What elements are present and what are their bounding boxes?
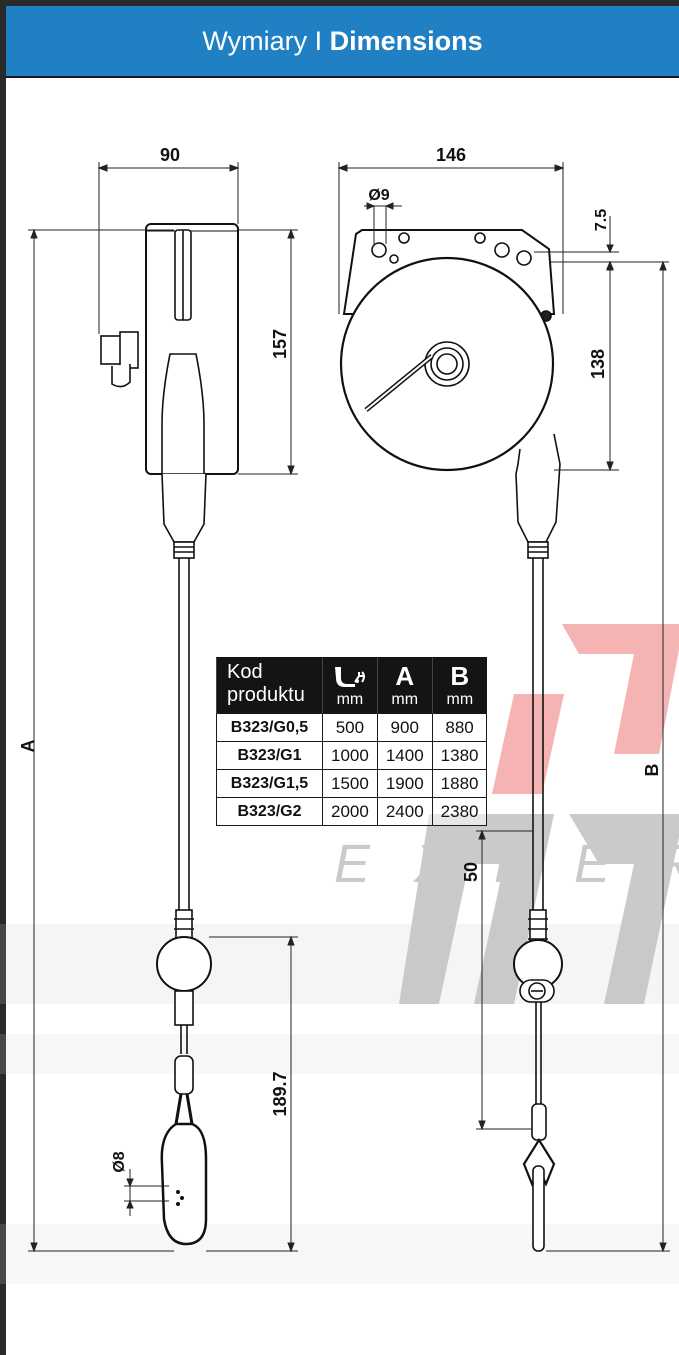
dim-hook-length: B	[642, 764, 662, 777]
table-row: B323/G1 1000 1400 1380	[216, 741, 488, 770]
cell-a: 900	[376, 713, 433, 742]
table-row: B323/G1,5 1500 1900 1880	[216, 769, 488, 798]
cell-stroke: 500	[322, 713, 378, 742]
dim-carabiner-diameter: Ø8	[111, 1151, 128, 1172]
table-header-row: Kod produktu mm A mm B mm	[216, 657, 487, 714]
dim-clamp-distance: 50	[461, 862, 481, 882]
cable-stroke-icon	[334, 667, 365, 687]
header-title-pl: Wymiary	[202, 26, 308, 56]
dimension-labels: 90 146 Ø9 7.5 138 157 A B 189.7 Ø8 50	[18, 145, 662, 1173]
header-title-en: Dimensions	[329, 26, 483, 56]
cell-b: 2380	[431, 797, 488, 826]
dim-front-width: 146	[436, 145, 466, 165]
watermark-text: EXPERT	[334, 834, 679, 894]
dim-side-height: 157	[270, 329, 290, 359]
header-b-unit: mm	[446, 691, 474, 708]
cell-a: 1900	[376, 769, 433, 798]
header-kod: Kod	[227, 661, 263, 683]
cell-a: 2400	[376, 797, 433, 826]
cell-b: 880	[431, 713, 488, 742]
dim-hole-diameter: Ø9	[368, 187, 389, 204]
header-separator: I	[307, 26, 330, 56]
dim-total-length: A	[18, 740, 38, 753]
side-carabiner	[160, 1122, 208, 1246]
header-a-label: A	[395, 661, 415, 691]
side-view	[100, 223, 239, 1246]
side-cone	[161, 353, 205, 475]
header-b: B mm	[431, 657, 487, 714]
page-header: Wymiary I Dimensions	[6, 6, 679, 78]
header-stroke-unit: mm	[336, 691, 364, 708]
header-a-unit: mm	[391, 691, 419, 708]
cell-stroke: 2000	[322, 797, 378, 826]
spec-table: Kod produktu mm A mm B mm B323/G0,5 500 …	[216, 657, 488, 826]
table-row: B323/G0,5 500 900 880	[216, 713, 488, 742]
cell-stroke: 1000	[322, 741, 378, 770]
watermark-grey-shape-2	[569, 814, 679, 1004]
header-b-label: B	[450, 661, 470, 691]
cell-stroke: 1500	[322, 769, 378, 798]
side-ball-stop	[156, 936, 212, 992]
header-product-code: Kod produktu	[216, 657, 323, 714]
cell-code: B323/G1	[216, 741, 323, 770]
dim-side-width: 90	[160, 145, 180, 165]
cell-code: B323/G1,5	[216, 769, 323, 798]
dimension-lines	[28, 162, 670, 1253]
header-produktu: produktu	[227, 684, 305, 706]
cell-b: 1380	[431, 741, 488, 770]
header-a: A mm	[376, 657, 433, 714]
watermark-red-shape-2	[492, 694, 564, 794]
header-stroke: mm	[322, 657, 378, 714]
cell-code: B323/G2	[216, 797, 323, 826]
dim-lower-length: 189.7	[270, 1071, 290, 1116]
cell-b: 1880	[431, 769, 488, 798]
cell-a: 1400	[376, 741, 433, 770]
dim-top-offset: 7.5	[593, 209, 610, 231]
dim-front-height: 138	[588, 349, 608, 379]
cell-code: B323/G0,5	[216, 713, 323, 742]
watermark-red-shape	[562, 624, 679, 754]
table-row: B323/G2 2000 2400 2380	[216, 797, 488, 826]
front-view	[339, 229, 563, 1252]
